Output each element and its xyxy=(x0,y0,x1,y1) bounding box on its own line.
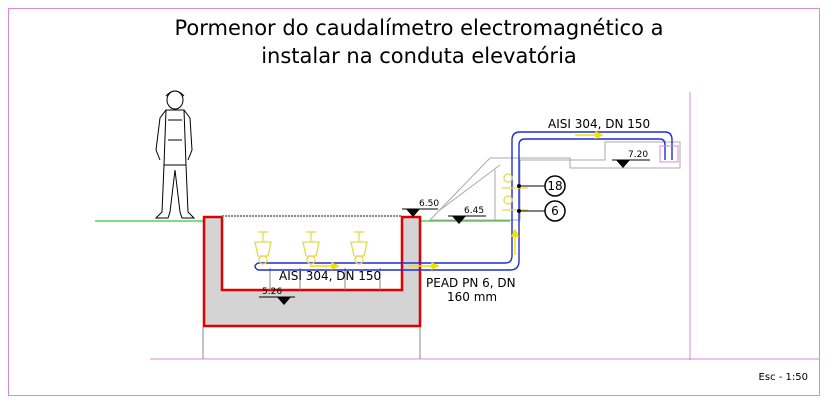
pipe-outlet-box xyxy=(659,145,679,163)
title-line-2: instalar na conduta elevatória xyxy=(261,44,577,68)
valve-2 xyxy=(302,231,320,265)
drawing-frame xyxy=(8,8,820,396)
upper-pipe-label: AISI 304, DN 150 xyxy=(548,117,650,131)
meter-chamber xyxy=(202,215,422,328)
elevation-top-right: 7.20 xyxy=(612,150,650,168)
valve-vertical xyxy=(502,173,528,211)
drawing-title: Pormenor do caudalímetro electromagnétic… xyxy=(0,14,838,70)
title-line-1: Pormenor do caudalímetro electromagnétic… xyxy=(174,16,664,40)
valve-3 xyxy=(350,231,368,265)
flow-arrows xyxy=(310,130,604,271)
callout-upper-number: 18 xyxy=(547,179,562,193)
elevation-chamber-floor-value: 5.26 xyxy=(262,287,282,297)
pead-label-line-2: 160 mm xyxy=(447,290,497,304)
lower-pipe-label: AISI 304, DN 150 xyxy=(279,269,381,283)
elevation-chamber-floor: 5.26 xyxy=(259,287,295,305)
pipework xyxy=(254,131,679,271)
pead-label-line-1: PEAD PN 6, DN xyxy=(426,276,516,290)
elevation-top-right-value: 7.20 xyxy=(628,150,648,160)
drawing-scale: Esc - 1:50 xyxy=(758,372,808,383)
callout-upper: 18 xyxy=(517,175,566,197)
pipe-outline-outer xyxy=(258,131,673,264)
elevation-ground-right: 6.45 xyxy=(448,206,486,224)
elevation-ground-right-value: 6.45 xyxy=(464,206,484,216)
callout-lower: 6 xyxy=(517,200,566,222)
callout-lower-number: 6 xyxy=(551,204,559,218)
valve-1 xyxy=(254,231,272,265)
pipe-outline-inner xyxy=(258,138,666,271)
valves xyxy=(254,173,528,265)
elevation-ground-left-value: 6.50 xyxy=(419,199,439,209)
elevation-ground-left: 6.50 xyxy=(402,199,439,217)
human-scale-figure xyxy=(154,90,196,219)
